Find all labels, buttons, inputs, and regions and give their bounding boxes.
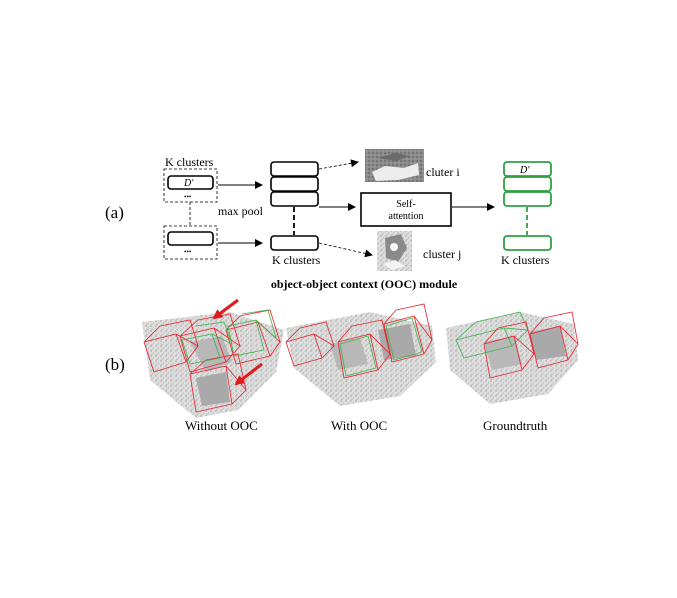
stack-box-1	[271, 162, 318, 176]
feature-box-bottom	[168, 232, 213, 245]
dashed-arrow-cluster-i	[319, 162, 358, 169]
dashed-arrow-cluster-j	[319, 243, 372, 255]
cluster-i-label: cluter i	[426, 165, 460, 179]
scene-groundtruth	[446, 312, 578, 404]
k-clusters-right-label: K clusters	[501, 253, 550, 267]
output-box-3	[504, 192, 551, 206]
scene-without-ooc	[142, 300, 284, 418]
scene-with-ooc	[286, 304, 436, 406]
cluster-i-image	[365, 149, 424, 182]
ellipsis-bottom: •••	[184, 248, 192, 256]
stack-box-3	[271, 192, 318, 206]
d-prime-left-label: D′	[183, 178, 194, 189]
k-clusters-left-label: K clusters	[165, 155, 214, 169]
output-box-2	[504, 177, 551, 191]
output-box-4	[504, 236, 551, 250]
panel-a-label: (a)	[105, 203, 124, 222]
cluster-j-label: cluster j	[423, 247, 461, 261]
caption-groundtruth: Groundtruth	[483, 418, 547, 434]
self-attention-line1: Self-	[396, 199, 415, 210]
module-title: object-object context (OOC) module	[271, 277, 458, 291]
caption-without-ooc: Without OOC	[185, 418, 258, 434]
panel-b-label: (b)	[105, 355, 125, 374]
max-pool-label: max pool	[218, 204, 264, 218]
cluster-j-image	[377, 231, 412, 271]
stack-box-4	[271, 236, 318, 250]
k-clusters-middle-label: K clusters	[272, 253, 321, 267]
self-attention-line2: attention	[389, 211, 424, 222]
stack-box-2	[271, 177, 318, 191]
d-prime-right-label: D′	[519, 165, 530, 176]
ellipsis-top: •••	[184, 193, 192, 201]
caption-with-ooc: With OOC	[331, 418, 387, 434]
